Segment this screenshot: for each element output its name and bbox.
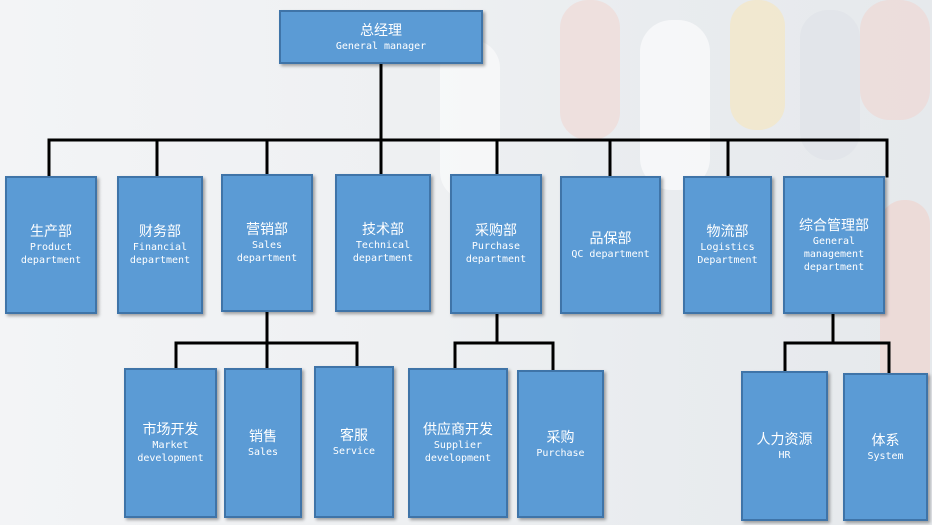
node-cn-label: 技术部	[362, 222, 404, 238]
node-general-manager: 总经理 General manager	[279, 10, 483, 64]
node-system: 体系 System	[843, 373, 928, 521]
node-logistics: 物流部 Logistics Department	[683, 176, 772, 314]
node-en-label: QC department	[571, 248, 650, 260]
node-cn-label: 营销部	[246, 222, 288, 238]
node-en-label: HR	[778, 449, 791, 461]
node-cn-label: 综合管理部	[799, 217, 869, 234]
node-purchasing: 采购 Purchase	[517, 370, 604, 518]
node-cn-label: 生产部	[30, 224, 72, 240]
node-en-label: Product department	[20, 242, 82, 266]
node-cn-label: 物流部	[706, 224, 749, 240]
node-en-label: General management department	[803, 235, 865, 273]
node-en-label: Sales	[247, 446, 279, 458]
node-en-label: Market development	[137, 440, 204, 464]
node-cn-label: 品保部	[589, 230, 632, 247]
node-en-label: System	[867, 450, 904, 462]
node-finance: 财务部 Financial department	[117, 176, 203, 314]
node-cn-label: 体系	[871, 432, 900, 449]
node-hr: 人力资源 HR	[741, 371, 828, 521]
node-en-label: Logistics Department	[697, 242, 758, 266]
node-production: 生产部 Product department	[5, 176, 97, 314]
node-sales: 营销部 Sales department	[221, 174, 313, 312]
node-cn-label: 采购部	[475, 223, 517, 239]
node-qc: 品保部 QC department	[560, 176, 661, 314]
node-cn-label: 市场开发	[142, 422, 199, 438]
node-technical: 技术部 Technical department	[335, 174, 431, 312]
node-cn-label: 客服	[340, 427, 368, 444]
node-en-label: Supplier development	[424, 440, 492, 464]
node-general-management: 综合管理部 General management department	[783, 176, 885, 314]
node-cn-label: 总经理	[360, 22, 402, 39]
node-purchase: 采购部 Purchase department	[450, 174, 542, 314]
node-cn-label: 供应商开发	[423, 422, 493, 438]
node-en-label: Technical department	[352, 240, 414, 264]
node-en-label: General manager	[335, 40, 427, 52]
node-market-development: 市场开发 Market development	[124, 368, 217, 518]
node-en-label: Service	[332, 445, 376, 457]
node-en-label: Purchase department	[465, 241, 527, 265]
node-cn-label: 财务部	[139, 224, 181, 240]
node-service: 客服 Service	[314, 366, 394, 518]
node-en-label: Financial department	[129, 242, 191, 266]
node-cn-label: 人力资源	[756, 431, 813, 448]
node-sales-team: 销售 Sales	[224, 368, 302, 518]
node-cn-label: 销售	[249, 428, 277, 445]
node-cn-label: 采购	[546, 429, 575, 446]
node-en-label: Sales department	[236, 240, 298, 264]
node-en-label: Purchase	[536, 447, 585, 459]
node-supplier-development: 供应商开发 Supplier development	[408, 368, 508, 518]
